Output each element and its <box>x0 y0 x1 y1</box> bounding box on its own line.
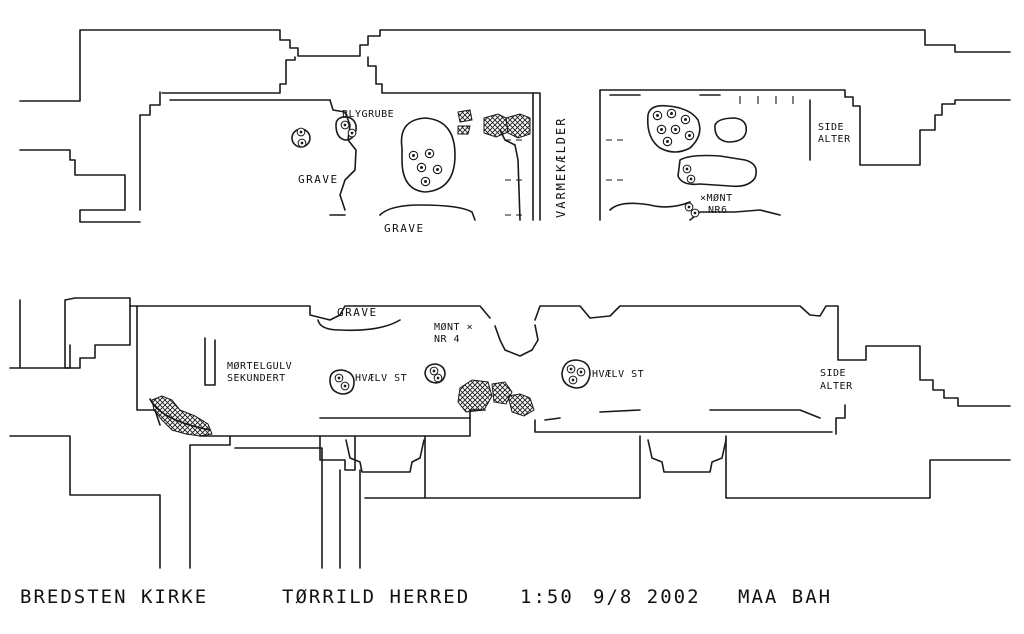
side-alter-lower-line1: SIDE <box>820 368 846 379</box>
church-name: BREDSTEN KIRKE <box>20 586 209 608</box>
grave-label-lower: GRAVE <box>337 306 378 319</box>
mont-nr4-line2: NR 4 <box>434 334 460 345</box>
grave-label-upper-left: GRAVE <box>298 173 339 186</box>
mortelgulv-line2: SEKUNDERT <box>227 373 286 384</box>
drawing-date: 9/8 2002 <box>593 586 701 608</box>
varmekaelder-label: VARMEKÆLDER <box>554 117 568 218</box>
drawing-scale: 1:50 <box>520 586 574 608</box>
side-alter-lower-line2: ALTER <box>820 381 853 392</box>
masonry-hatch-upper <box>457 109 531 139</box>
lower-wall-outline <box>9 297 1011 569</box>
upper-features <box>291 104 758 218</box>
drawing-author: MAA BAH <box>738 586 833 608</box>
drawing-caption: BREDSTEN KIRKE TØRRILD HERRED 1:50 9/8 2… <box>20 586 1010 616</box>
side-alter-upper-line1: SIDE <box>818 122 844 133</box>
lower-features <box>149 359 591 437</box>
upper-wall-outline <box>19 29 1011 223</box>
mont-nr6-line2: NR6 <box>708 205 728 216</box>
mortelgulv-line1: MØRTELGULV <box>227 360 292 372</box>
masonry-hatch-lower <box>151 379 535 437</box>
hvaelv-st-label-1: HVÆLV ST <box>355 373 407 384</box>
mont-nr6-line1: ×MØNT <box>700 192 733 204</box>
district-name: TØRRILD HERRED <box>282 586 471 608</box>
side-alter-upper-line2: ALTER <box>818 134 851 145</box>
mont-nr4-line1: MØNT × <box>434 321 473 333</box>
blygrube-label: BLYGRUBE <box>342 109 394 120</box>
hvaelv-st-label-2: HVÆLV ST <box>592 369 644 380</box>
grave-label-upper-bottom: GRAVE <box>384 222 425 235</box>
